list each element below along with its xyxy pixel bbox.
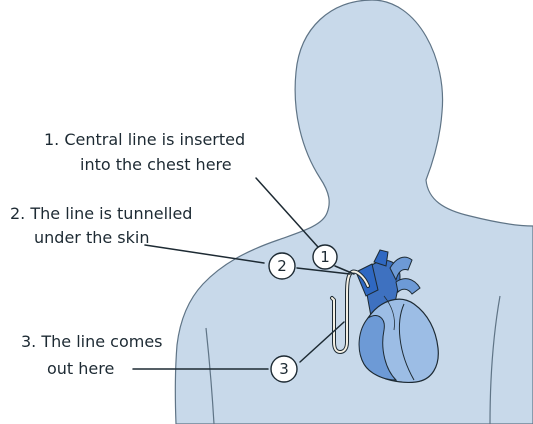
marker-1-number: 1 xyxy=(320,248,330,266)
label-2-line-1: 2. The line is tunnelled xyxy=(10,204,192,223)
marker-3: 3 xyxy=(271,356,297,382)
label-3-line-1: 3. The line comes xyxy=(21,332,163,351)
label-1-line-2: into the chest here xyxy=(80,155,232,174)
label-3-line-2: out here xyxy=(47,359,114,378)
marker-2-number: 2 xyxy=(277,257,287,275)
label-3: 3. The line comes out here xyxy=(21,332,163,378)
body-outline xyxy=(175,0,533,424)
label-2-line-2: under the skin xyxy=(34,228,149,247)
label-2: 2. The line is tunnelled under the skin xyxy=(10,204,192,247)
label-1: 1. Central line is inserted into the che… xyxy=(44,130,245,174)
torso-silhouette xyxy=(175,0,533,424)
label-1-line-1: 1. Central line is inserted xyxy=(44,130,245,149)
marker-2: 2 xyxy=(269,253,295,279)
marker-1: 1 xyxy=(313,245,337,269)
marker-3-number: 3 xyxy=(279,360,289,378)
